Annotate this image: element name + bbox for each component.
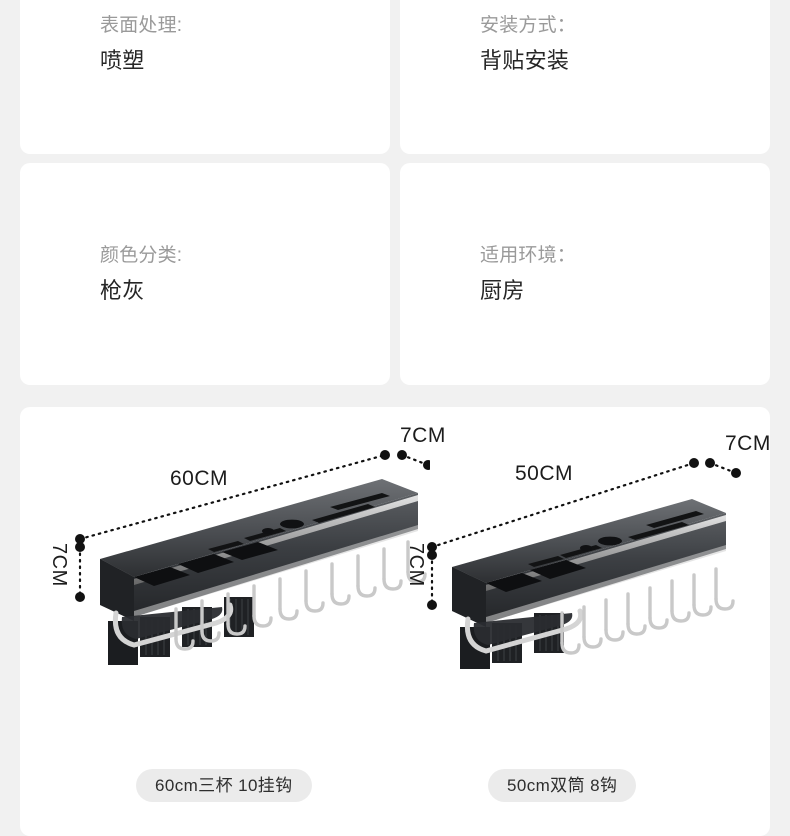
dimension-label-length: 50CM: [515, 462, 574, 485]
spec-value: 背贴安装: [480, 48, 570, 74]
hook: [604, 598, 625, 642]
scissor-hole-small: [262, 528, 274, 534]
spec-card-applicable-environment: 适用环境： 厨房: [400, 163, 770, 385]
hook: [670, 579, 691, 623]
hook: [226, 592, 247, 636]
dimension-endpoint: [380, 450, 390, 460]
cup-opening: [486, 573, 542, 592]
dimension-label-length: 60CM: [170, 467, 229, 490]
product-drawing-60cm: [75, 450, 430, 665]
spec-value: 枪灰: [100, 278, 145, 304]
product-illustration-stage: 60CM 7CM 7CM: [20, 407, 770, 767]
spec-card-surface-treatment: 表面处理: 喷塑: [20, 0, 390, 154]
knife-slot: [646, 511, 704, 528]
product-caption-50cm[interactable]: 50cm双筒 8钩: [488, 769, 637, 802]
rack-front-face: [134, 493, 418, 617]
hook: [714, 567, 735, 611]
product-showcase-panel: 60CM 7CM 7CM: [20, 407, 770, 836]
towel-bar-fill: [121, 607, 223, 639]
rack-end-cap: [452, 567, 486, 627]
product-drawing-50cm: [427, 458, 741, 669]
dimension-endpoint: [689, 458, 699, 468]
dimension-endpoint: [705, 458, 715, 468]
rack-body: [452, 499, 726, 669]
hook: [174, 607, 195, 651]
scissor-hole: [280, 519, 304, 529]
hook: [382, 547, 403, 591]
spec-label: 适用环境：: [480, 244, 577, 266]
dimension-label-depth: 7CM: [400, 424, 446, 447]
dimension-label-height: 7CM: [405, 543, 427, 587]
spec-label: 表面处理:: [100, 14, 183, 36]
dimension-line-length: [78, 453, 387, 541]
hook-group: [560, 567, 735, 655]
hook: [278, 577, 299, 621]
knife-slot: [244, 528, 286, 541]
knife-slot: [528, 556, 564, 567]
hook-group: [174, 540, 427, 651]
rack-top-face: [100, 479, 418, 577]
cup-opening: [222, 542, 278, 560]
scissor-hole-small: [580, 545, 592, 551]
dimension-label-height: 7CM: [48, 543, 70, 587]
dimension-endpoint: [75, 534, 85, 544]
rack-top-face: [452, 499, 726, 583]
rack-front-face: [486, 513, 726, 623]
towel-bar: [464, 608, 584, 654]
cup-opening: [134, 567, 190, 586]
product-variant-50cm[interactable]: 50CM 7CM 7CM: [405, 407, 770, 767]
dimension-label-depth: 7CM: [725, 432, 770, 455]
hook: [200, 599, 221, 643]
spec-card-installation-method: 安装方式： 背贴安装: [400, 0, 770, 154]
knife-slot: [628, 522, 689, 540]
hook: [582, 605, 603, 649]
product-variant-60cm[interactable]: 60CM 7CM 7CM: [30, 407, 445, 767]
spec-card-grid: 表面处理: 喷塑 安装方式： 背贴安装 颜色分类: 枪灰 适用环境： 厨房: [20, 0, 770, 385]
knife-slot: [208, 541, 244, 552]
spec-label: 颜色分类:: [100, 244, 183, 266]
rack-lower-rail: [134, 525, 418, 617]
knife-slot: [312, 504, 375, 523]
spec-label: 安装方式：: [480, 14, 577, 36]
hook: [252, 584, 273, 628]
dimension-endpoint: [427, 550, 437, 560]
dimension-line-length: [430, 461, 696, 549]
dimension-endpoint: [397, 450, 407, 460]
dimension-endpoint: [423, 460, 430, 470]
cup-opening: [530, 560, 586, 579]
hook: [330, 562, 351, 606]
dimension-line-depth: [708, 461, 738, 475]
spec-value: 厨房: [480, 278, 525, 304]
hook: [356, 554, 377, 598]
rack-lower-rail: [486, 545, 726, 623]
hook: [304, 569, 325, 613]
knife-slot: [330, 493, 390, 510]
dimension-endpoint: [731, 468, 741, 478]
dimension-line-depth: [400, 453, 430, 467]
dimension-endpoint: [75, 592, 85, 602]
towel-bar-fill: [473, 613, 573, 645]
dimension-endpoint: [75, 542, 85, 552]
spec-value: 喷塑: [100, 48, 145, 74]
dimension-endpoint: [427, 542, 437, 552]
rack-body: [100, 479, 418, 665]
hook: [406, 540, 427, 584]
product-caption-row: 60cm三杯 10挂钩 50cm双筒 8钩: [20, 769, 770, 813]
spec-card-color-classification: 颜色分类: 枪灰: [20, 163, 390, 385]
hook: [692, 573, 713, 617]
scissor-hole: [598, 536, 622, 546]
cup-opening: [178, 554, 234, 573]
dimension-endpoint: [427, 600, 437, 610]
product-caption-60cm[interactable]: 60cm三杯 10挂钩: [136, 769, 312, 802]
hook: [560, 611, 581, 655]
hook: [626, 592, 647, 636]
rack-end-cap: [100, 559, 134, 621]
hook: [648, 586, 669, 630]
